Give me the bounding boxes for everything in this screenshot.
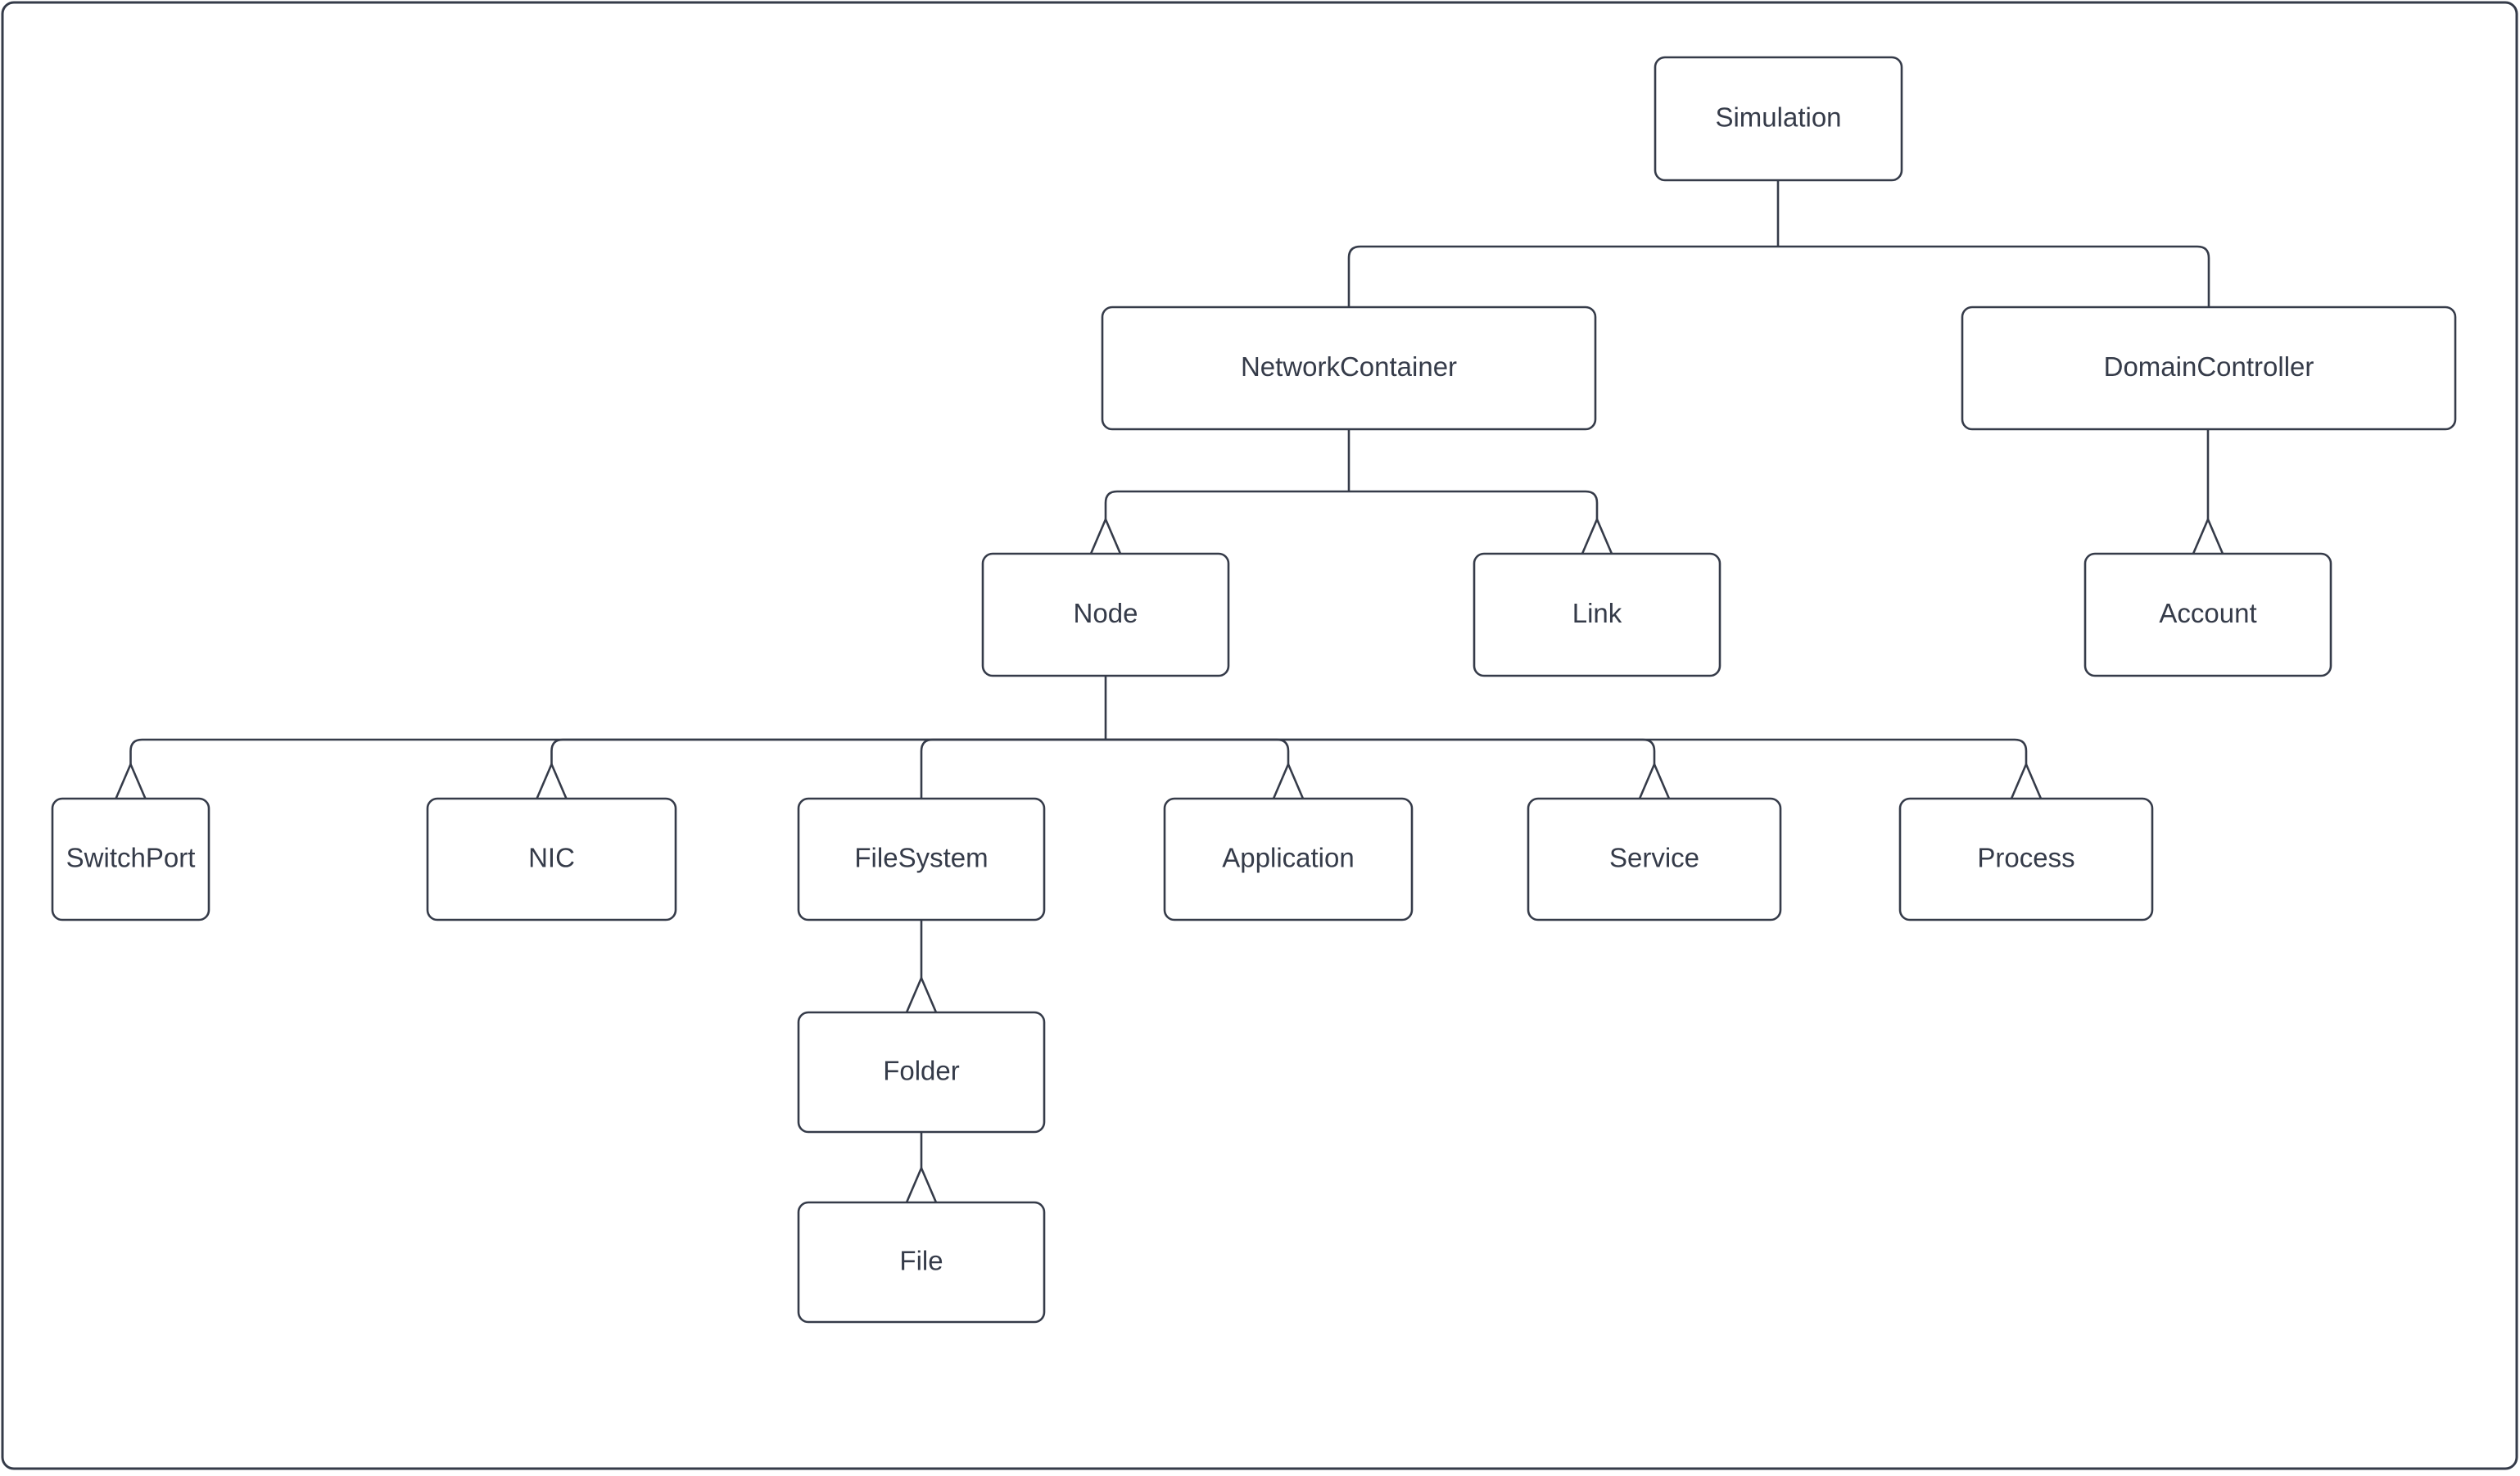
generalization-arrow-service — [1638, 761, 1671, 799]
class-node-process[interactable]: Process — [1898, 797, 2154, 921]
generalization-arrow-account — [2192, 516, 2224, 555]
class-node-box-simulation[interactable] — [1654, 56, 1903, 182]
class-node-application[interactable]: Application — [1163, 797, 1414, 921]
class-node-label-service: Service — [1609, 843, 1699, 873]
generalization-arrow-folder — [905, 975, 938, 1013]
class-node-domaincontroller[interactable]: DomainController — [1961, 306, 2457, 431]
generalization-arrow-application — [1272, 761, 1305, 799]
generalization-arrow-file — [905, 1165, 938, 1203]
class-node-label-domaincontroller: DomainController — [2104, 351, 2314, 382]
class-node-box-process[interactable] — [1898, 797, 2154, 921]
generalization-arrow-nic — [536, 761, 568, 799]
generalization-arrow-node — [1089, 516, 1122, 555]
class-node-node[interactable]: Node — [981, 552, 1230, 677]
class-node-link[interactable]: Link — [1473, 552, 1721, 677]
edge-networkcontainer-to-link — [1349, 490, 1599, 519]
edge-layer — [115, 180, 2224, 1203]
generalization-arrow-link — [1581, 516, 1613, 555]
class-node-label-nic: NIC — [528, 843, 575, 873]
class-node-label-process: Process — [1977, 843, 2074, 873]
class-node-label-application: Application — [1222, 843, 1354, 873]
edge-networkcontainer-to-node — [1104, 490, 1349, 519]
class-node-box-nic[interactable] — [426, 797, 677, 921]
class-node-box-switchport[interactable] — [51, 797, 210, 921]
class-node-label-switchport: SwitchPort — [66, 843, 196, 873]
class-node-box-node[interactable] — [981, 552, 1230, 677]
class-node-label-networkcontainer: NetworkContainer — [1241, 351, 1457, 382]
class-node-label-account: Account — [2159, 598, 2256, 628]
edge-node-to-filesystem — [920, 738, 1106, 799]
class-node-label-filesystem: FileSystem — [854, 843, 988, 873]
edge-simulation-to-domaincontroller — [1778, 245, 2210, 307]
class-node-label-simulation: Simulation — [1715, 102, 1841, 133]
class-node-box-service[interactable] — [1527, 797, 1782, 921]
edge-node-to-switchport — [129, 738, 1106, 764]
class-node-file[interactable]: File — [797, 1201, 1046, 1324]
class-node-box-application[interactable] — [1163, 797, 1414, 921]
class-node-filesystem[interactable]: FileSystem — [797, 797, 1046, 921]
class-node-box-networkcontainer[interactable] — [1101, 306, 1597, 431]
edge-node-to-process — [1106, 738, 2028, 764]
class-node-label-folder: Folder — [883, 1056, 960, 1086]
generalization-arrow-switchport — [115, 761, 147, 799]
class-node-nic[interactable]: NIC — [426, 797, 677, 921]
edge-simulation-to-networkcontainer — [1347, 245, 1778, 307]
class-node-switchport[interactable]: SwitchPort — [51, 797, 210, 921]
class-node-box-filesystem[interactable] — [797, 797, 1046, 921]
class-node-simulation[interactable]: Simulation — [1654, 56, 1903, 182]
class-node-networkcontainer[interactable]: NetworkContainer — [1101, 306, 1597, 431]
class-node-account[interactable]: Account — [2083, 552, 2332, 677]
class-node-box-folder[interactable] — [797, 1011, 1046, 1134]
class-node-folder[interactable]: Folder — [797, 1011, 1046, 1134]
class-node-box-domaincontroller[interactable] — [1961, 306, 2457, 431]
class-node-box-link[interactable] — [1473, 552, 1721, 677]
class-node-service[interactable]: Service — [1527, 797, 1782, 921]
edge-node-to-nic — [550, 738, 1106, 764]
class-node-label-file: File — [899, 1246, 943, 1276]
class-node-box-file[interactable] — [797, 1201, 1046, 1324]
class-node-label-link: Link — [1572, 598, 1622, 628]
class-node-box-account[interactable] — [2083, 552, 2332, 677]
generalization-arrow-process — [2010, 761, 2043, 799]
class-node-label-node: Node — [1074, 598, 1138, 628]
